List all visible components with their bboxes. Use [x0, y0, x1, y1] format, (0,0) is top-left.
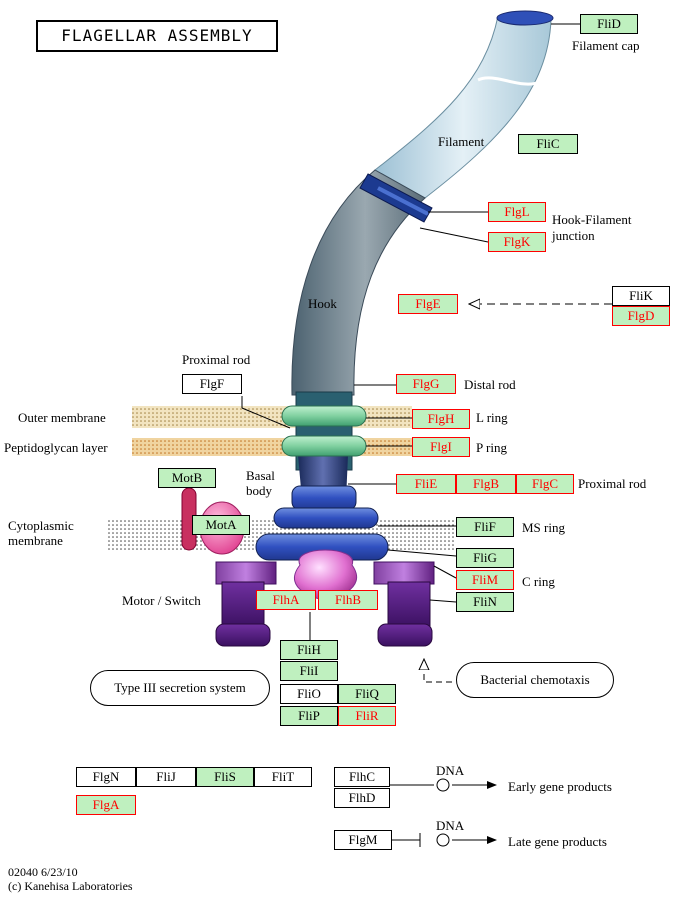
chemotaxis-arrow [424, 660, 452, 683]
hook-label: Hook [308, 296, 337, 311]
gene-flir[interactable]: FliR [338, 706, 396, 726]
gene-flif[interactable]: FliF [456, 517, 514, 537]
gene-flik[interactable]: FliK [612, 286, 670, 306]
peptidoglycan-label: Peptidoglycan layer [4, 440, 108, 455]
page-title: FLAGELLAR ASSEMBLY [36, 20, 278, 52]
gene-flih[interactable]: FliH [280, 640, 338, 660]
gene-flgn[interactable]: FlgN [76, 767, 136, 787]
gene-mota[interactable]: MotA [192, 515, 250, 535]
proximal-rod-right-label: Proximal rod [578, 476, 647, 491]
filament-label: Filament [438, 134, 485, 149]
membrane-label: membrane [8, 533, 63, 548]
ms-ring-label: MS ring [522, 520, 565, 535]
gene-flgi[interactable]: FlgI [412, 437, 470, 457]
gene-flgd[interactable]: FlgD [612, 306, 670, 326]
p-ring-label: P ring [476, 440, 507, 455]
distal-rod-label: Distal rod [464, 377, 516, 392]
gene-flgg[interactable]: FlgG [396, 374, 456, 394]
c-ring-left-top [215, 561, 277, 585]
gene-flgb[interactable]: FlgB [456, 474, 516, 494]
ms-ring-top [291, 485, 357, 511]
filament-break [477, 76, 541, 86]
outer-membrane-layer [132, 406, 412, 428]
gene-flin[interactable]: FliN [456, 592, 514, 612]
gene-flic[interactable]: FliC [518, 134, 578, 154]
p-ring-shape [281, 435, 367, 457]
gene-flit[interactable]: FliT [254, 767, 312, 787]
gene-flgl[interactable]: FlgL [488, 202, 546, 222]
gene-flij[interactable]: FliJ [136, 767, 196, 787]
gene-flhc[interactable]: FlhC [334, 767, 390, 787]
gene-flgf[interactable]: FlgF [182, 374, 242, 394]
junction-ring-highlight [377, 186, 429, 216]
gene-flhd[interactable]: FlhD [334, 788, 390, 808]
proximal-rod-top-label: Proximal rod [182, 352, 251, 367]
body-label: body [246, 483, 272, 498]
l-ring-label: L ring [476, 410, 508, 425]
type3-secretion-link[interactable]: Type III secretion system [90, 670, 270, 706]
basal-label: Basal [246, 468, 275, 483]
gene-flid[interactable]: FliD [580, 14, 638, 34]
c-ring-left-base [215, 623, 271, 647]
ms-ring-middle [273, 507, 379, 529]
cytoplasmic-label: Cytoplasmic [8, 518, 74, 533]
dna-circle-1 [436, 778, 450, 792]
hook-filament-label: Hook-Filament [552, 212, 632, 227]
dna-label-2: DNA [436, 818, 465, 833]
gene-flhb[interactable]: FlhB [318, 590, 378, 610]
peptidoglycan-layer [132, 438, 412, 456]
late-gene-label: Late gene products [508, 834, 607, 849]
c-ring-right-top [373, 561, 435, 585]
gene-flga[interactable]: FlgA [76, 795, 136, 815]
junction-label: junction [552, 228, 595, 243]
l-ring-shape [281, 405, 367, 427]
dna-label-1: DNA [436, 763, 465, 778]
early-gene-label: Early gene products [508, 779, 612, 794]
dna-circle-2 [436, 833, 450, 847]
filament-cap-shape [496, 10, 554, 26]
gene-flip[interactable]: FliP [280, 706, 338, 726]
gene-flgc[interactable]: FlgC [516, 474, 574, 494]
gene-flgh[interactable]: FlgH [412, 409, 470, 429]
gene-flio[interactable]: FliO [280, 684, 338, 704]
gene-motb[interactable]: MotB [158, 468, 216, 488]
connector-lines [241, 23, 580, 847]
gene-flha[interactable]: FlhA [256, 590, 316, 610]
gene-flig[interactable]: FliG [456, 548, 514, 568]
filament-cap-label: Filament cap [572, 38, 640, 53]
gene-flie[interactable]: FliE [396, 474, 456, 494]
outer-membrane-label: Outer membrane [18, 410, 106, 425]
gene-fliq[interactable]: FliQ [338, 684, 396, 704]
gene-flii[interactable]: FliI [280, 661, 338, 681]
copyright: (c) Kanehisa Laboratories [8, 879, 133, 893]
motor-switch-label: Motor / Switch [122, 593, 201, 608]
gene-flgk[interactable]: FlgK [488, 232, 546, 252]
gene-flim[interactable]: FliM [456, 570, 514, 590]
c-ring-right-base [377, 623, 433, 647]
gene-flge[interactable]: FlgE [398, 294, 458, 314]
filament-shape [374, 15, 552, 199]
c-ring-label: C ring [522, 574, 555, 589]
map-id: 02040 6/23/10 [8, 865, 78, 879]
gene-flgm[interactable]: FlgM [334, 830, 392, 850]
c-ring-right-column [387, 581, 431, 629]
hook-shape [291, 169, 426, 396]
bacterial-chemotaxis-link[interactable]: Bacterial chemotaxis [456, 662, 614, 698]
gene-flis[interactable]: FliS [196, 767, 254, 787]
